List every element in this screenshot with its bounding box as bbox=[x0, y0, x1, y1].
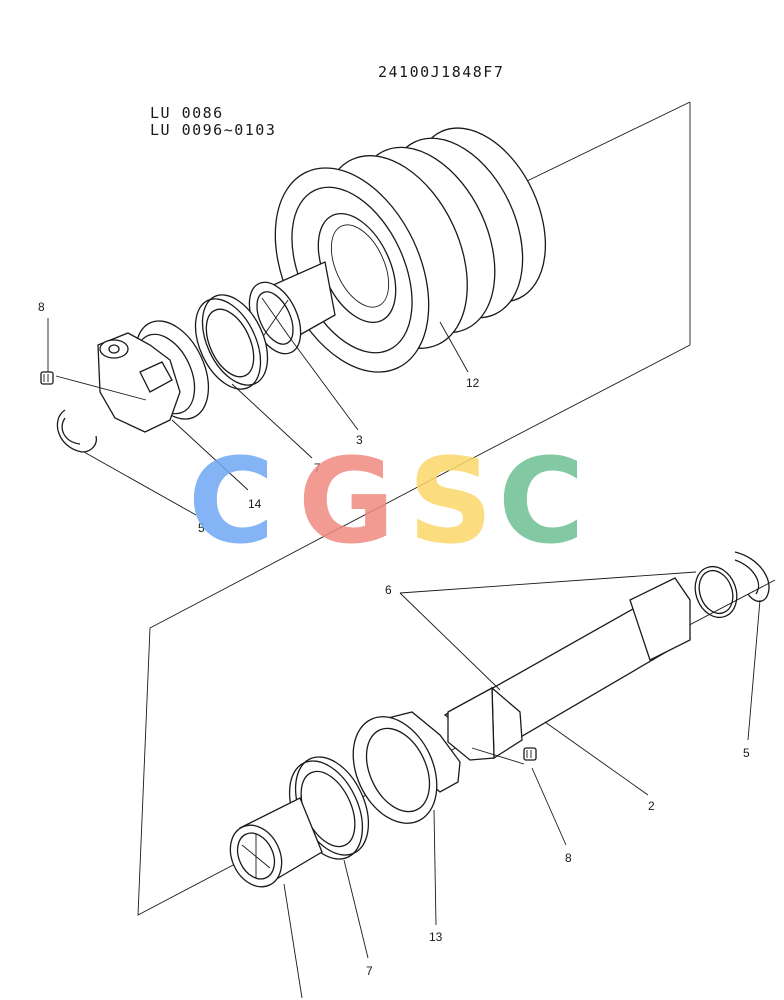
callout-7-top: 7 bbox=[314, 461, 321, 475]
callout-8-bottom: 8 bbox=[565, 851, 572, 865]
callout-12: 12 bbox=[466, 376, 480, 390]
watermark-letter-c1: C bbox=[188, 432, 275, 570]
collar-part-14 bbox=[97, 320, 210, 433]
watermark-letter-g: G bbox=[298, 432, 395, 570]
callout-5-left: 5 bbox=[198, 521, 205, 535]
retaining-ring-part-5-right bbox=[734, 551, 770, 603]
cgsc-watermark: C G S C bbox=[188, 432, 585, 570]
leader-lines bbox=[47, 318, 761, 999]
plug-part-8-bottom bbox=[523, 747, 537, 761]
roller-body-part-12 bbox=[274, 127, 547, 373]
callout-7-bottom: 7 bbox=[366, 964, 373, 978]
callout-5-right: 5 bbox=[743, 746, 750, 760]
serial-range-line-2: LU 0096~0103 bbox=[150, 121, 276, 139]
watermark-letter-c2: C bbox=[498, 432, 585, 570]
callout-8-top: 8 bbox=[38, 300, 45, 314]
collar-part-13 bbox=[352, 711, 461, 824]
floating-seal-part-7-top bbox=[194, 294, 269, 390]
callout-3: 3 bbox=[356, 433, 363, 447]
callout-13: 13 bbox=[429, 930, 443, 944]
serial-range-line-1: LU 0086 bbox=[150, 104, 224, 122]
o-ring-part-6 bbox=[694, 565, 738, 619]
callout-6: 6 bbox=[385, 583, 392, 597]
sleeve-bottom bbox=[229, 797, 323, 888]
watermark-letter-s: S bbox=[408, 432, 493, 570]
shaft-part-2 bbox=[443, 577, 692, 761]
callout-2: 2 bbox=[648, 799, 655, 813]
retaining-ring-part-5-left bbox=[56, 409, 98, 453]
part-code-label: 24100J1848F7 bbox=[378, 63, 504, 81]
sleeve-part-3 bbox=[248, 261, 336, 355]
plug-part-8-top bbox=[40, 371, 54, 385]
callout-14: 14 bbox=[248, 497, 262, 511]
